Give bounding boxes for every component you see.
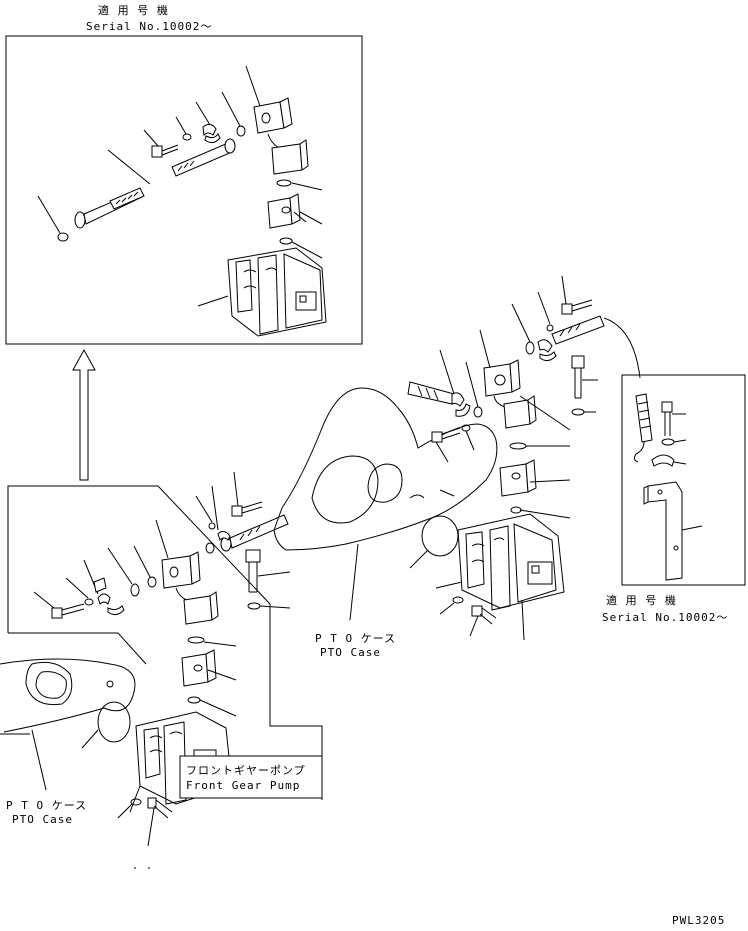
spline-shaft-top [171,138,236,177]
pto-case-left-jp: P T O ケース [6,799,88,812]
drawing-code: PWL3205 [672,914,726,927]
pto-case-left-en: PTO Case [12,813,73,826]
pto-case-center-jp: P T O ケース [315,632,397,645]
top-serial-jp: 適 用 号 機 [98,4,169,17]
right-pump-group [407,275,641,641]
right-serial-en: Serial No.10002～ [602,611,729,624]
shaft-long-top [74,149,151,229]
right-serial-jp: 適 用 号 機 [606,594,677,607]
front-gear-pump-en: Front Gear Pump [186,779,301,792]
front-gear-pump-jp: フロントギヤーポンプ [186,764,306,777]
left-region [0,471,323,869]
valve-top [267,193,323,229]
arrow-up [72,348,96,481]
bolt-top [143,129,179,158]
pump-top [197,247,327,337]
top-inset-box [5,35,363,345]
elbow-block-top [245,65,293,151]
center-pto-case [273,387,498,621]
front-gear-pump [135,711,323,805]
top-serial-en: Serial No.10002～ [86,20,213,33]
pto-case-center-en: PTO Case [320,646,381,659]
right-inset-box [621,374,746,586]
